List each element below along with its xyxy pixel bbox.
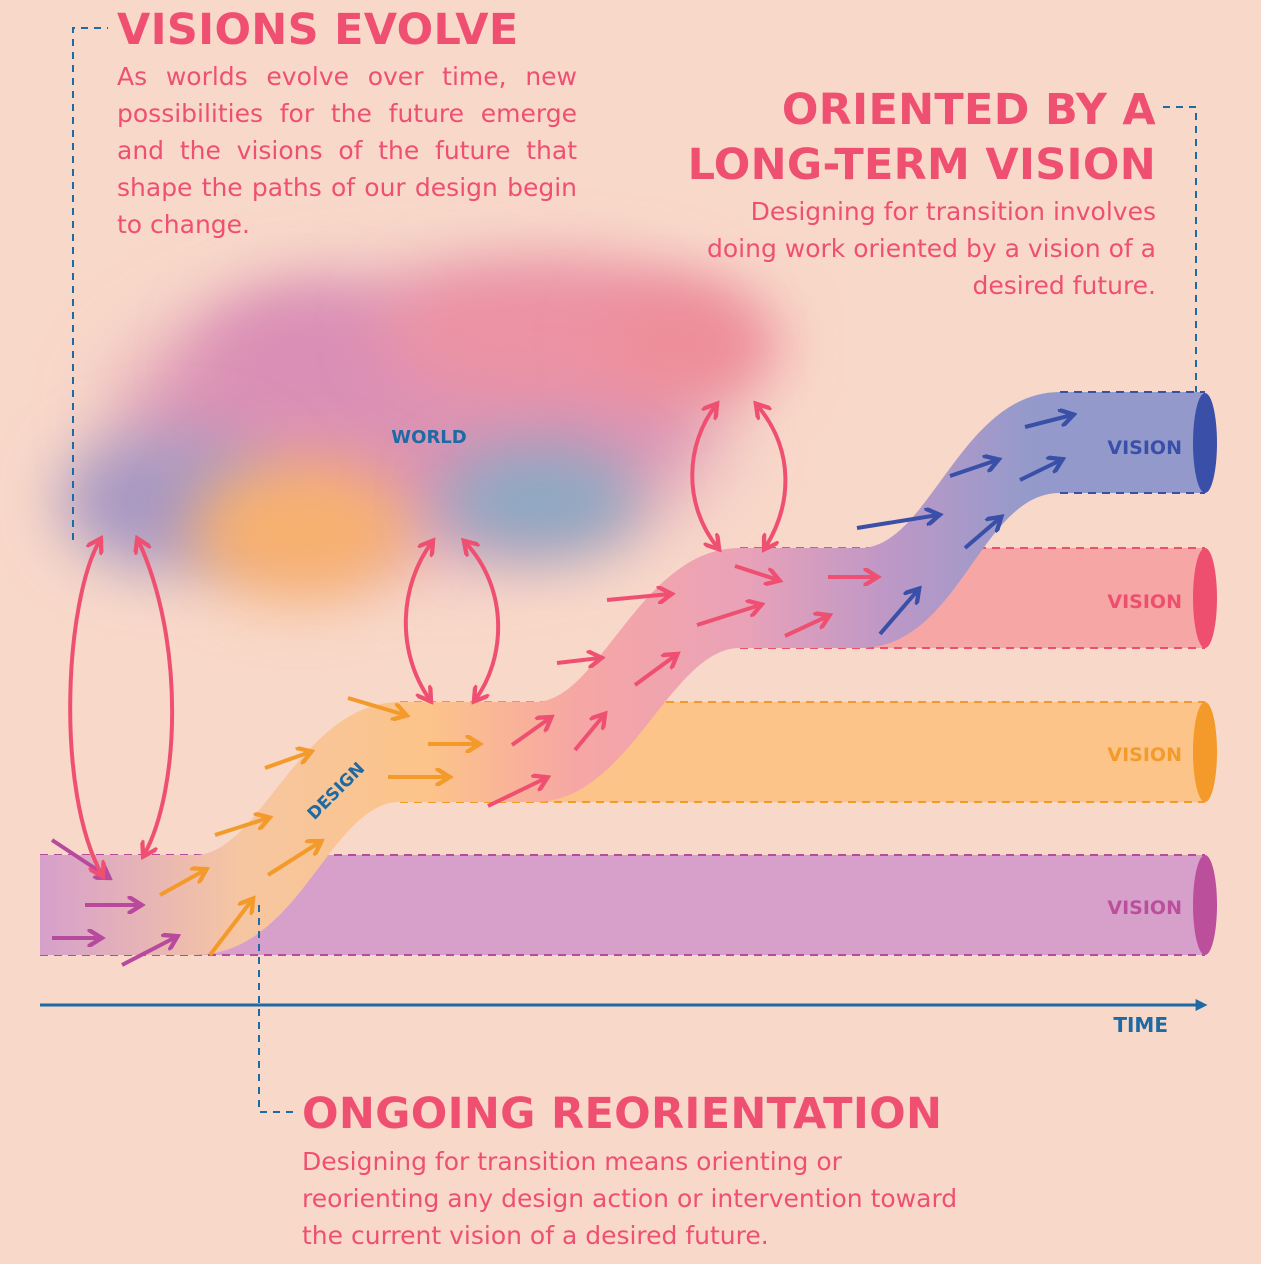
flow-arrow bbox=[510, 718, 550, 747]
flow-arrow bbox=[214, 818, 268, 837]
oriented-text: Designing for transition involves doing … bbox=[707, 197, 1156, 300]
flow-arrow bbox=[208, 900, 252, 957]
flow-arrow bbox=[963, 518, 1000, 550]
flow-arrow bbox=[121, 937, 176, 967]
feedback-loop-2 bbox=[403, 542, 432, 700]
flow-arrow bbox=[633, 655, 676, 687]
flow-arrow bbox=[1024, 415, 1072, 429]
feedback-loop-3b bbox=[757, 405, 788, 548]
feedback-loop-1 bbox=[68, 540, 102, 875]
feedback-loops bbox=[68, 405, 788, 875]
flow-arrow bbox=[487, 778, 546, 808]
world-label: WORLD bbox=[391, 427, 466, 448]
oriented-heading-line1: ORIENTED BY A bbox=[781, 85, 1156, 135]
leader-visions-evolve bbox=[72, 27, 108, 540]
flow-arrow bbox=[784, 616, 828, 638]
world-cloud bbox=[60, 260, 780, 600]
visions-evolve-text: As worlds evolve over time, new possibil… bbox=[117, 62, 577, 239]
leader-ongoing bbox=[258, 905, 296, 1113]
flow-arrow bbox=[856, 515, 938, 530]
callout-leaders bbox=[72, 27, 1197, 1113]
flow-arrow bbox=[734, 564, 778, 580]
flow-arrow bbox=[949, 460, 997, 478]
flow-arrow bbox=[606, 594, 670, 600]
leader-oriented bbox=[1163, 106, 1197, 392]
oriented-heading-line2: LONG-TERM VISION bbox=[687, 140, 1156, 190]
vision-tube-blue-edges bbox=[1060, 391, 1217, 494]
flow-arrow bbox=[266, 842, 320, 877]
flow-arrow bbox=[878, 590, 918, 636]
feedback-loop-1b bbox=[138, 540, 175, 855]
flow-arrow bbox=[347, 696, 405, 715]
flow-arrows bbox=[50, 415, 1072, 967]
flow-arrow bbox=[556, 658, 600, 663]
vision-label-orange: VISION bbox=[1107, 744, 1182, 766]
flow-arrow bbox=[159, 870, 205, 897]
flow-arrow bbox=[1019, 460, 1061, 482]
time-axis: TIME bbox=[40, 999, 1208, 1037]
ongoing-text: Designing for transition means orienting… bbox=[302, 1147, 958, 1250]
flow-arrow bbox=[573, 715, 604, 752]
visions-evolve-heading: VISIONS EVOLVE bbox=[117, 5, 519, 55]
ongoing-heading: ONGOING REORIENTATION bbox=[302, 1089, 943, 1139]
vision-label-pink: VISION bbox=[1107, 591, 1182, 613]
feedback-loop-3 bbox=[690, 405, 718, 548]
design-path bbox=[40, 392, 1205, 955]
vision-label-purple: VISION bbox=[1107, 897, 1182, 919]
vision-label-blue: VISION bbox=[1107, 437, 1182, 459]
time-label: TIME bbox=[1113, 1013, 1168, 1037]
feedback-loop-2b bbox=[465, 542, 501, 700]
flow-arrow bbox=[264, 752, 310, 770]
flow-arrow bbox=[696, 605, 760, 627]
